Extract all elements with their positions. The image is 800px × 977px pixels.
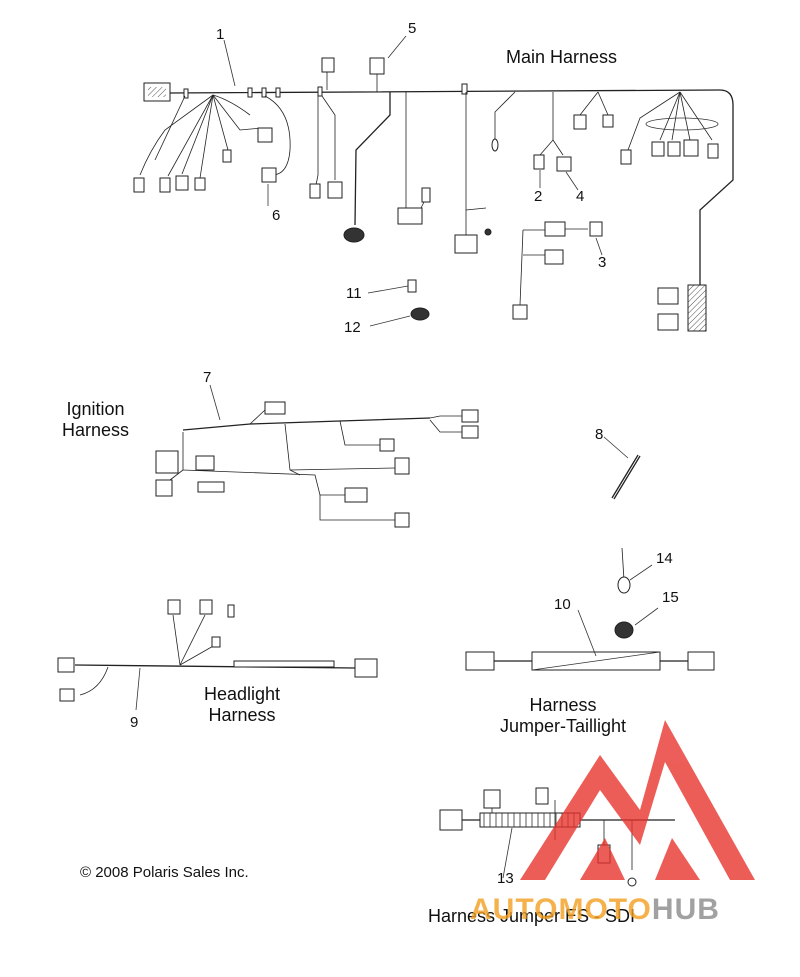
taillight-jumper: [465, 609, 715, 671]
item-14-pushpin: [617, 576, 631, 594]
es-sdi-jumper-title: Harness Jumper ES - SDI: [428, 906, 636, 926]
callout-9: 9: [130, 714, 139, 731]
es-sdi-jumper: [439, 787, 675, 887]
callout-12: 12: [344, 319, 361, 336]
callout-15: 15: [662, 589, 679, 606]
callout-11: 11: [346, 285, 362, 302]
item-8-tie: [603, 436, 641, 500]
main-harness: [133, 35, 734, 332]
watermark-word-right: HUB: [651, 893, 720, 926]
callout-4: 4: [576, 188, 585, 205]
watermark-word-left: AUTOMOTO: [470, 893, 652, 926]
connector-small: [257, 127, 273, 143]
headlight-end-connector: [57, 657, 75, 673]
callout-2: 2: [534, 188, 543, 205]
callout-6: 6: [272, 207, 281, 224]
taillight-jumper-title: Harness Jumper-Taillight: [500, 695, 627, 736]
watermark-logo: [520, 720, 755, 880]
callout-3: 3: [598, 254, 607, 271]
callout-13: 13: [497, 870, 514, 887]
main-harness-title: Main Harness: [506, 47, 618, 67]
callout-1: 1: [216, 26, 225, 43]
item-14-15: [614, 547, 659, 639]
headlight-main-connector: [354, 658, 378, 678]
callout-8: 8: [595, 426, 604, 443]
item-12-clip: [410, 307, 430, 321]
headlight-harness: [57, 599, 378, 711]
item-6-connector: [261, 167, 277, 183]
ignition-harness-title: Ignition Harness: [62, 399, 130, 440]
item-15-clip: [614, 621, 634, 639]
item-11-fastener: [407, 279, 417, 293]
center-connector: [454, 234, 478, 254]
callout-10: 10: [554, 596, 571, 613]
ignition-harness: [155, 384, 479, 528]
callout-5: 5: [408, 20, 417, 37]
headlight-harness-title: Headlight Harness: [204, 684, 281, 725]
watermark-wordmark: AUTOMOTOHUB: [470, 893, 720, 927]
plug-round: [343, 227, 365, 243]
item-5-relay: [369, 57, 385, 75]
callout-7: 7: [203, 369, 212, 386]
callout-14: 14: [656, 550, 673, 567]
copyright: © 2008 Polaris Sales Inc.: [80, 864, 249, 881]
ignition-main-connector: [155, 450, 179, 474]
